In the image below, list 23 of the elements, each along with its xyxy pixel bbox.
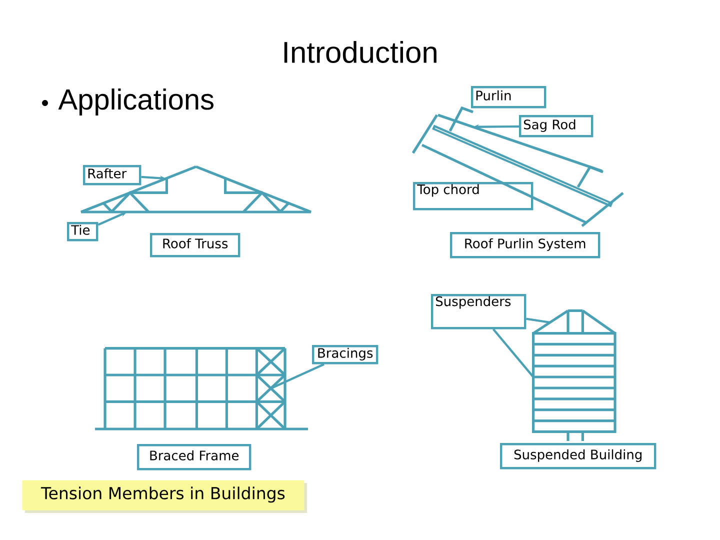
building-body <box>532 332 616 433</box>
label-box: Suspenders <box>431 294 526 330</box>
label-box: Purlin <box>471 86 546 108</box>
label-box: Top chord <box>413 182 534 210</box>
label-box: Tie <box>67 222 98 242</box>
leader-line <box>526 318 550 324</box>
cross-bracing <box>255 374 286 403</box>
caption-box: Roof Purlin System <box>450 232 600 258</box>
leader-line <box>492 328 534 378</box>
roof-slope <box>532 310 569 334</box>
bullet-text: Applications <box>58 88 214 116</box>
caption-box: Suspended Building <box>500 443 656 470</box>
rafter <box>80 165 196 214</box>
tie-beam <box>81 210 311 214</box>
label-box: Sag Rod <box>519 115 594 138</box>
highlight-banner: Tension Members in Buildings <box>22 480 307 513</box>
label-box: Bracings <box>312 345 378 364</box>
sag-rod <box>438 114 602 172</box>
slide-title: Introduction <box>284 40 436 64</box>
caption-box: Roof Truss <box>150 233 240 258</box>
leader-line <box>270 363 324 390</box>
caption-box: Braced Frame <box>137 444 252 470</box>
label-box: Rafter <box>83 165 142 186</box>
